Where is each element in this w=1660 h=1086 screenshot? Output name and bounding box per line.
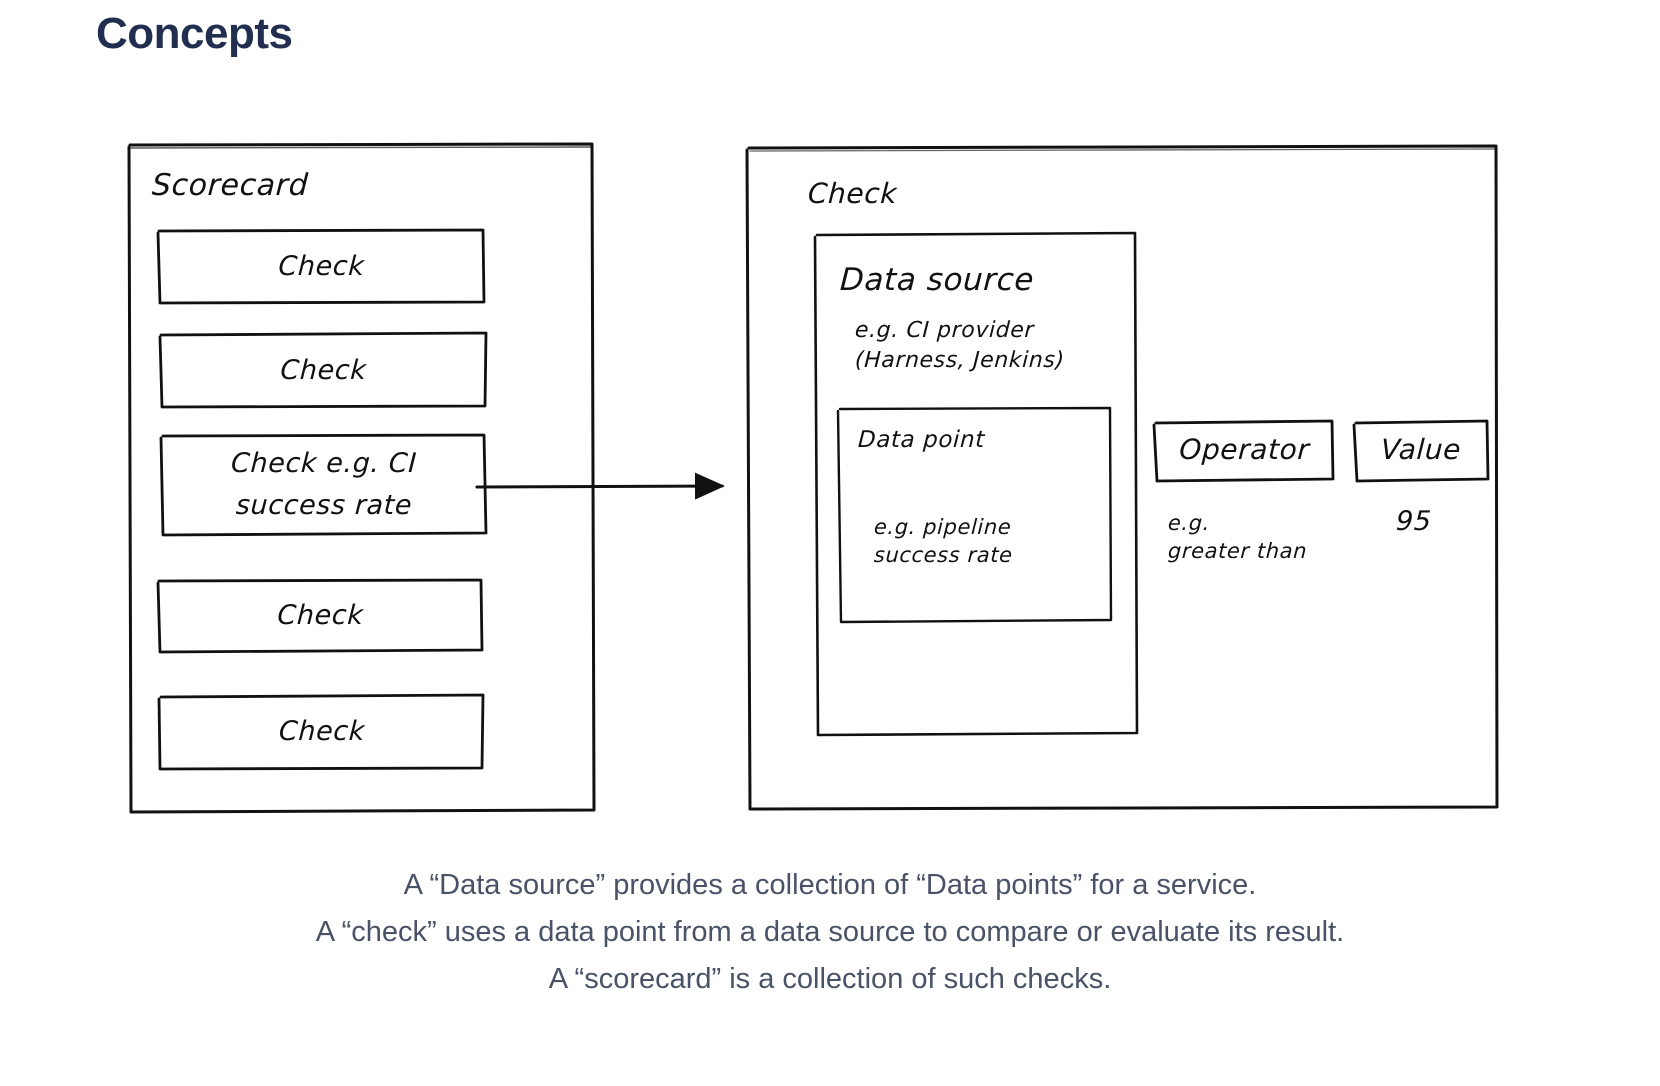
value-example: 95 bbox=[1395, 506, 1433, 537]
data-source-example-line2: (Harness, Jenkins) bbox=[854, 348, 1066, 373]
data-point-example-line1: e.g. pipeline bbox=[873, 515, 1013, 539]
operator-example-line2: greater than bbox=[1167, 539, 1308, 563]
page-title: Concepts bbox=[96, 9, 293, 58]
caption-line-3: A “scorecard” is a collection of such ch… bbox=[548, 963, 1112, 995]
operator-example-line1: e.g. bbox=[1167, 511, 1211, 535]
scorecard-check-2-outline bbox=[158, 331, 488, 409]
scorecard-check-item-3-label-line1: Check e.g. CI bbox=[230, 448, 418, 479]
data-point-box-outline bbox=[836, 406, 1113, 624]
scorecard-check-item-4-label: Check bbox=[276, 600, 365, 631]
data-source-box-outline bbox=[813, 231, 1139, 737]
data-source-example-line1: e.g. CI provider bbox=[854, 318, 1035, 343]
operator-box-outline bbox=[1152, 419, 1335, 483]
scorecard-label: Scorecard bbox=[151, 168, 310, 203]
caption-line-1: A “Data source” provides a collection of… bbox=[403, 869, 1257, 901]
data-point-label: Data point bbox=[857, 427, 986, 453]
scorecard-box-outline bbox=[127, 142, 596, 814]
scorecard-check-item-5-label: Check bbox=[278, 716, 366, 747]
scorecard-check-item-2-label: Check bbox=[279, 355, 368, 386]
scorecard-check-1-outline bbox=[156, 228, 486, 305]
scorecard-check-5-outline bbox=[157, 693, 485, 771]
value-box-outline bbox=[1352, 419, 1490, 483]
scorecard-check-3-outline bbox=[159, 433, 488, 537]
check-label: Check bbox=[807, 177, 899, 210]
scorecard-check-item-1-label: Check bbox=[277, 251, 366, 282]
data-source-label: Data source bbox=[839, 262, 1036, 298]
caption-block: A “Data source” provides a collection of… bbox=[0, 862, 1660, 1003]
scorecard-to-check-arrow-stroke bbox=[475, 472, 725, 500]
data-point-example-line2: success rate bbox=[873, 543, 1014, 567]
operator-label: Operator bbox=[1178, 433, 1311, 466]
check-box-outline bbox=[745, 144, 1499, 811]
value-label: Value bbox=[1379, 433, 1463, 466]
caption-line-2: A “check” uses a data point from a data … bbox=[315, 916, 1345, 948]
scorecard-check-item-3-label-line2: success rate bbox=[235, 490, 413, 521]
scorecard-check-4-outline bbox=[156, 578, 484, 654]
